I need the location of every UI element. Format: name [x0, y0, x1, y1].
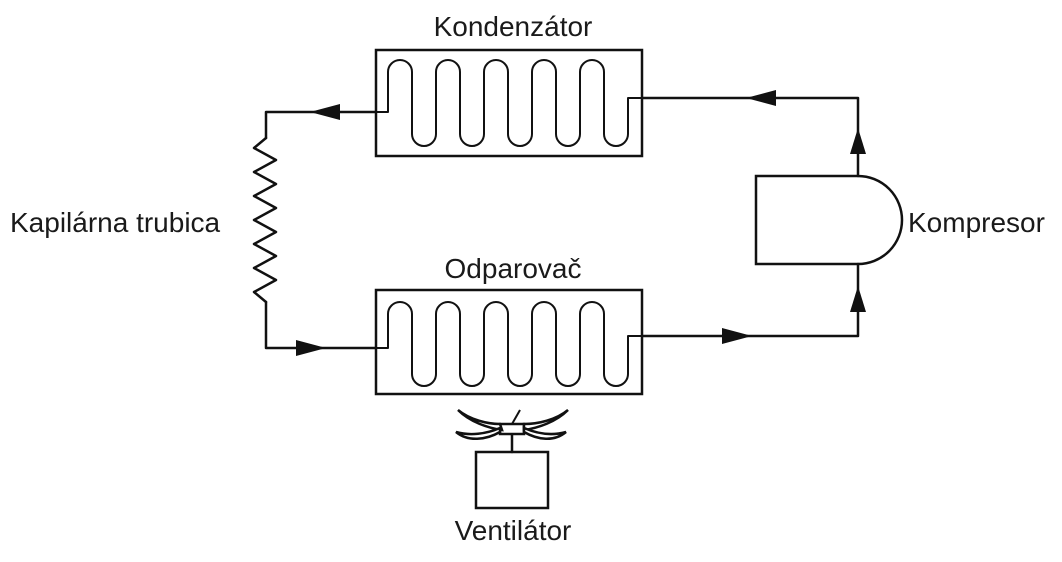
condenser-label: Kondenzátor [434, 11, 593, 42]
condenser-coil [376, 59, 642, 147]
capillary-tube-label: Kapilárna trubica [10, 207, 221, 238]
pipe-compressor-to-condenser [640, 96, 860, 178]
pipe-condenser-to-capillary [264, 110, 378, 140]
capillary-tube [252, 136, 278, 304]
fan-blade-left-lower-icon [455, 426, 502, 440]
pipe-evaporator-to-compressor [640, 262, 860, 338]
fan-blade-right-icon [522, 409, 569, 432]
evaporator-coil [376, 301, 642, 387]
evaporator [374, 288, 644, 396]
arrow-left-condenser-inlet-icon [746, 90, 776, 106]
pipe-capillary-to-evaporator [264, 300, 378, 350]
arrow-left-top-icon [310, 104, 340, 120]
arrow-up-compressor-inlet-icon [850, 286, 866, 312]
arrow-right-evaporator-inlet-icon [296, 340, 326, 356]
compressor [754, 174, 904, 266]
arrow-right-evaporator-outlet-icon [722, 328, 752, 344]
fan [455, 409, 569, 510]
evaporator-label: Odparovač [445, 253, 582, 284]
fan-blade-left-icon [457, 409, 504, 432]
condenser [374, 48, 644, 158]
fan-label: Ventilátor [455, 515, 572, 546]
fan-hub [498, 422, 526, 436]
fan-motor-box [474, 450, 550, 510]
fan-blade-top-icon [511, 409, 521, 425]
fan-blade-right-lower-icon [522, 426, 567, 440]
compressor-label: Kompresor [908, 207, 1045, 238]
arrow-up-compressor-outlet-icon [850, 128, 866, 154]
